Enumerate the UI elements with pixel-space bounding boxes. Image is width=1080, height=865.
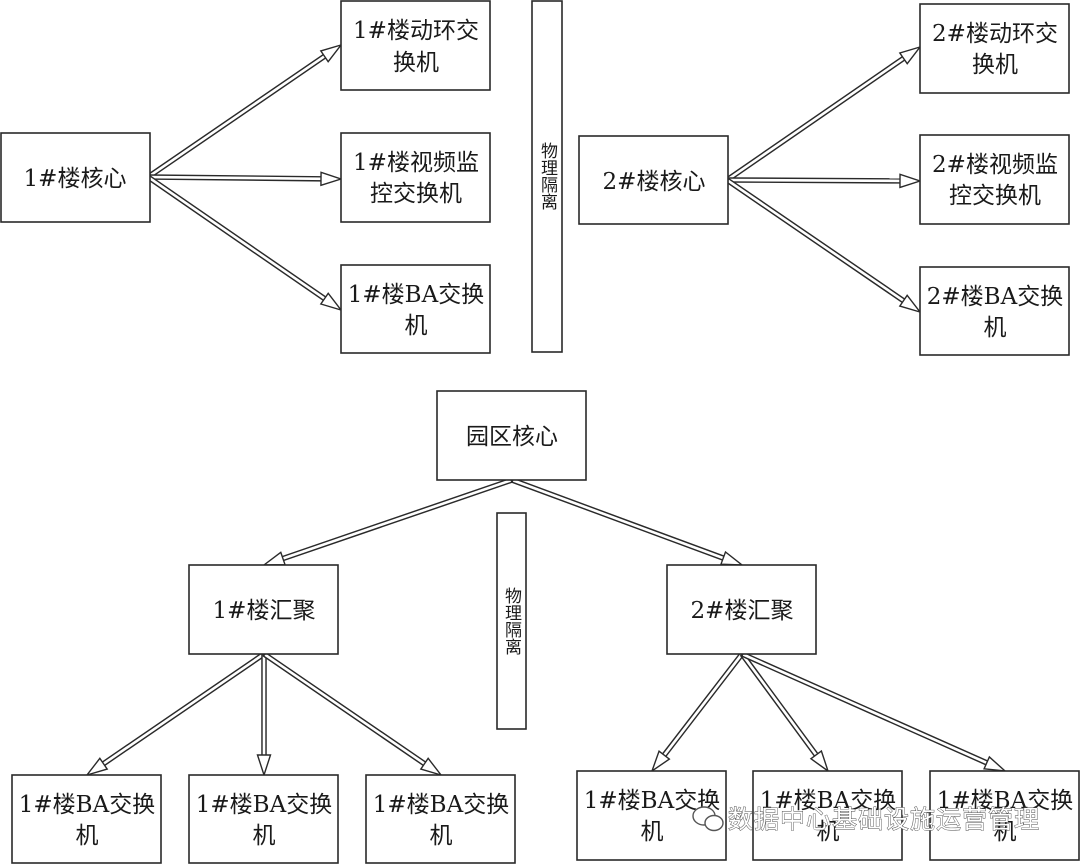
node-campus-core: 园区核心 — [436, 390, 587, 481]
node-label-line1: 2#楼BA交换 — [927, 284, 1063, 310]
node-label-line2: 机 — [641, 819, 664, 845]
node-label-line2: 机 — [430, 823, 453, 849]
node-building1-aggregation: 1#楼汇聚 — [188, 564, 339, 655]
arrow-b1core-to-video — [147, 171, 344, 187]
node-label-line2: 机 — [405, 313, 428, 339]
arrow-b1core-to-ba — [146, 174, 343, 312]
node-building2-aggregation-label: 2#楼汇聚 — [691, 598, 794, 624]
arrow-layer — [85, 43, 1008, 778]
arrow-agg1-to-leaf3 — [262, 651, 443, 777]
node-label-line2: 机 — [817, 819, 840, 845]
node-label-line2: 机 — [984, 315, 1007, 341]
isolation-label: 物理隔离 — [537, 142, 558, 211]
node-label-line1: 1#楼视频监 — [353, 150, 479, 176]
node-label-line1: 1#楼BA交换 — [19, 792, 155, 818]
arrow-agg2-to-leaf3 — [740, 651, 1008, 772]
arrow-campus-to-agg1 — [261, 477, 513, 566]
node-label-line1: 1#楼BA交换 — [373, 792, 509, 818]
node-building2-core: 2#楼核心 — [578, 135, 729, 225]
node-label-line1: 1#楼动环交 — [353, 18, 479, 44]
node-building1-ba-switch: 1#楼BA交换 机 — [340, 264, 491, 354]
node-building1-video-switch: 1#楼视频监 控交换机 — [340, 132, 491, 223]
node-building1-env-switch: 1#楼动环交 换机 — [340, 0, 491, 91]
node-label-line2: 控交换机 — [949, 183, 1041, 209]
wechat-icon — [692, 806, 724, 832]
node-leaf-ba-switch-left-2: 1#楼BA交换 机 — [188, 774, 339, 864]
physical-isolation-divider-bottom: 物理隔离 — [496, 512, 527, 730]
isolation-label: 物理隔离 — [501, 587, 522, 656]
arrow-b2core-to-env — [725, 45, 922, 183]
node-label-line1: 1#楼BA交换 — [760, 788, 896, 814]
node-label-line1: 1#楼BA交换 — [196, 792, 332, 818]
node-label-line2: 换机 — [393, 50, 439, 76]
node-label-line1: 1#楼BA交换 — [937, 788, 1073, 814]
node-building2-ba-switch: 2#楼BA交换 机 — [919, 266, 1070, 356]
node-leaf-ba-switch-left-1: 1#楼BA交换 机 — [11, 774, 162, 864]
node-leaf-ba-switch-left-3: 1#楼BA交换 机 — [365, 774, 516, 864]
physical-isolation-divider-top: 物理隔离 — [531, 0, 563, 353]
node-campus-core-label: 园区核心 — [466, 424, 558, 450]
watermark-text: 数据中心基础设施运营管理 — [728, 805, 1040, 834]
node-label-line2: 换机 — [972, 52, 1018, 78]
node-building1-core: 1#楼核心 — [0, 132, 151, 223]
node-label-line2: 机 — [253, 823, 276, 849]
arrow-agg2-to-leaf2 — [739, 652, 830, 773]
node-building1-core-label: 1#楼核心 — [24, 166, 127, 192]
arrow-agg2-to-leaf1 — [650, 652, 745, 773]
arrow-campus-to-agg2 — [511, 477, 745, 566]
node-label-line2: 机 — [76, 823, 99, 849]
node-building2-aggregation: 2#楼汇聚 — [666, 564, 817, 655]
watermark: 数据中心基础设施运营管理 — [692, 805, 1040, 834]
node-label-line2: 机 — [994, 819, 1017, 845]
node-leaf-ba-switch-right-2: 1#楼BA交换 机 — [752, 770, 903, 861]
arrow-b2core-to-ba — [725, 177, 922, 314]
arrow-agg1-to-leaf2 — [256, 654, 272, 778]
arrow-b1core-to-env — [146, 43, 343, 180]
node-building2-core-label: 2#楼核心 — [603, 169, 706, 195]
node-label-line1: 2#楼视频监 — [932, 152, 1058, 178]
arrow-agg1-to-leaf1 — [85, 651, 266, 777]
node-label-line1: 1#楼BA交换 — [348, 282, 484, 308]
node-building1-aggregation-label: 1#楼汇聚 — [213, 598, 316, 624]
node-building2-video-switch: 2#楼视频监 控交换机 — [919, 134, 1070, 225]
arrow-b2core-to-video — [726, 173, 923, 189]
node-leaf-ba-switch-right-3: 1#楼BA交换 机 — [929, 770, 1080, 861]
node-label-line1: 2#楼动环交 — [932, 21, 1058, 47]
node-building2-env-switch: 2#楼动环交 换机 — [919, 3, 1070, 94]
node-label-line2: 控交换机 — [370, 181, 462, 207]
